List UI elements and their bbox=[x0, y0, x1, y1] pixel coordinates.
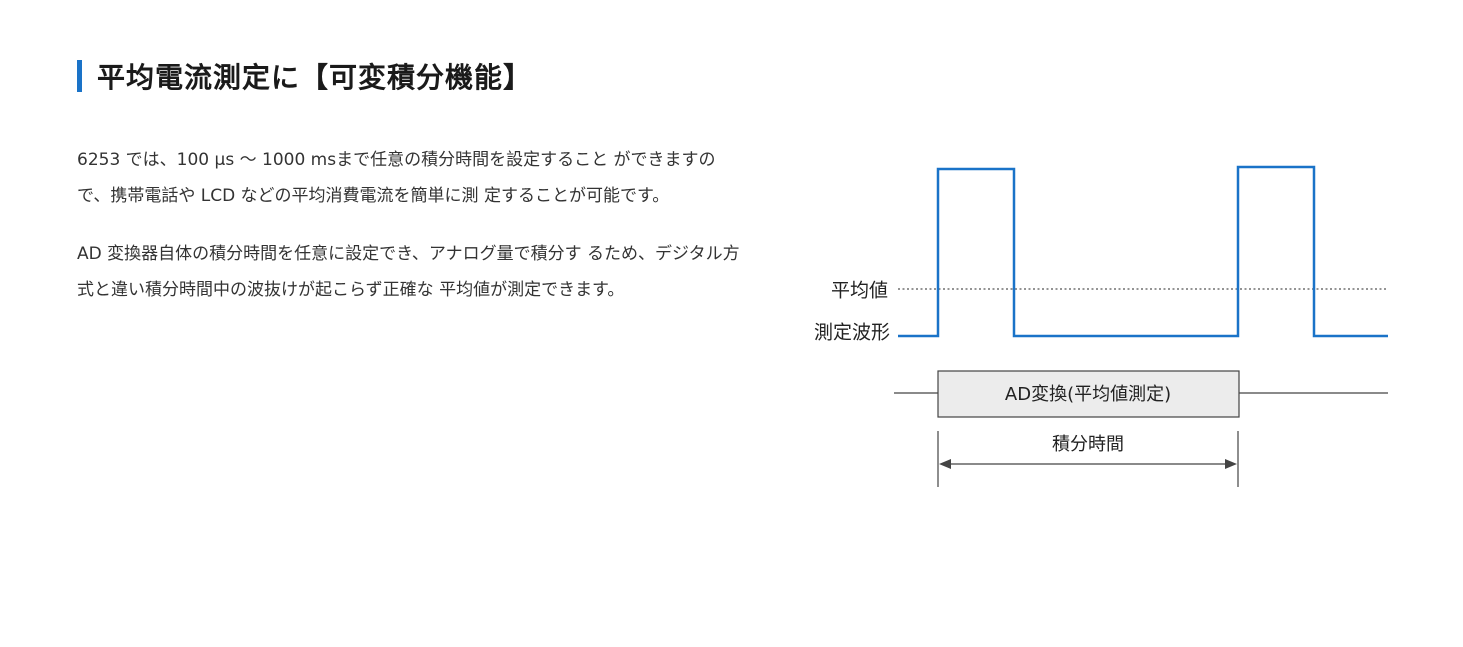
ad-conversion-box bbox=[937, 370, 1240, 418]
arrow-left-head bbox=[939, 459, 951, 469]
average-value-label: 平均値 bbox=[831, 280, 888, 302]
description-text: 6253 では、100 μs 〜 1000 msまで任意の積分時間を設定すること… bbox=[77, 142, 742, 330]
paragraph-ad-converter: AD 変換器自体の積分時間を任意に設定でき、アナログ量で積分す るため、デジタル… bbox=[77, 244, 740, 300]
arrow-right-head bbox=[1225, 459, 1237, 469]
waveform-label: 測定波形 bbox=[814, 322, 890, 344]
integration-time-label: 積分時間 bbox=[1052, 434, 1124, 455]
section-heading: 平均電流測定に【可変積分機能】 bbox=[77, 58, 532, 94]
heading-accent-bar bbox=[77, 60, 82, 92]
paragraph-variable-integration: 6253 では、100 μs 〜 1000 msまで任意の積分時間を設定すること… bbox=[77, 150, 716, 206]
integration-timing-diagram: 平均値 測定波形 AD変換(平均値測定) 積分時間 bbox=[814, 165, 1388, 487]
page-title: 平均電流測定に【可変積分機能】 bbox=[97, 61, 533, 94]
measured-waveform bbox=[898, 165, 1388, 338]
ad-conversion-label: AD変換(平均値測定) bbox=[1005, 384, 1171, 405]
